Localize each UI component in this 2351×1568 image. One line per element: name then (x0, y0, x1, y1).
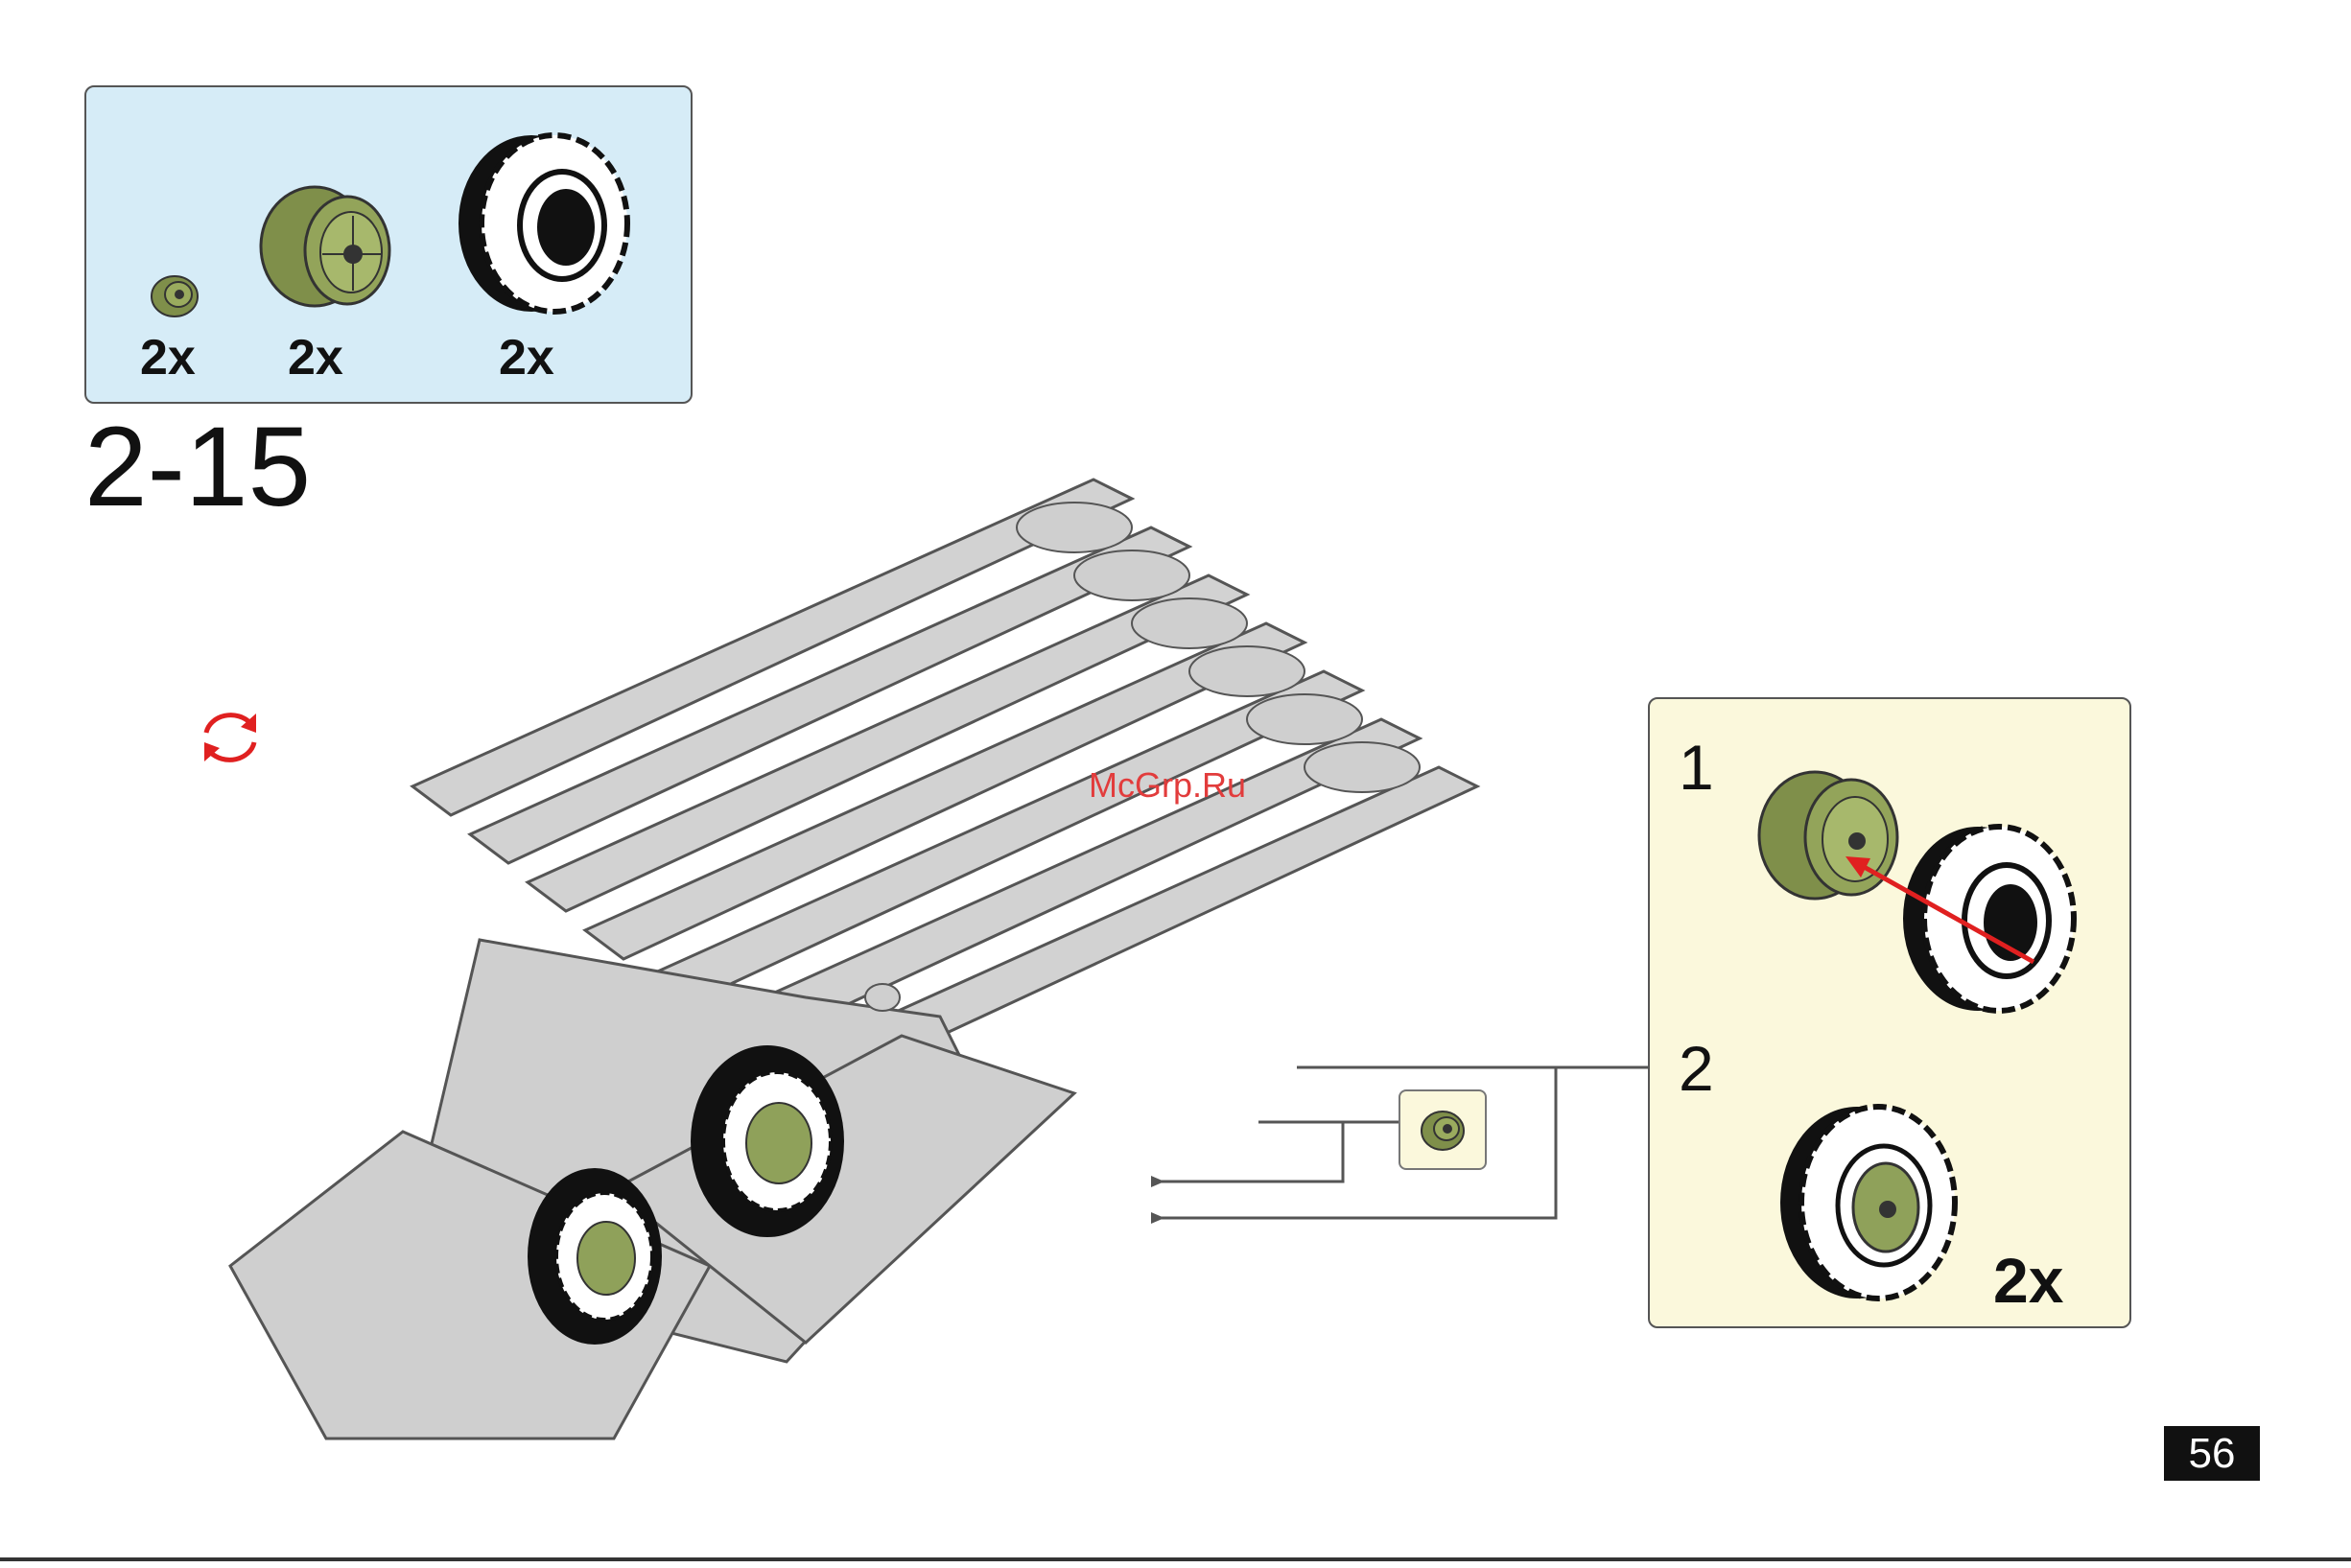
bottom-divider (0, 1557, 2351, 1561)
bushing-icon (1418, 1107, 1468, 1153)
bushing-callout (1399, 1089, 1487, 1170)
assembled-wheel-icon (1775, 1102, 1966, 1303)
page-number: 56 (2164, 1426, 2260, 1481)
substep-number-1: 1 (1679, 736, 1714, 799)
assembly-quantity: 2x (1993, 1244, 2063, 1317)
insert-arrow-icon (1832, 843, 2053, 977)
substep-number-2: 2 (1679, 1037, 1714, 1100)
subassembly-box: 1 2 2x (1648, 697, 2131, 1328)
